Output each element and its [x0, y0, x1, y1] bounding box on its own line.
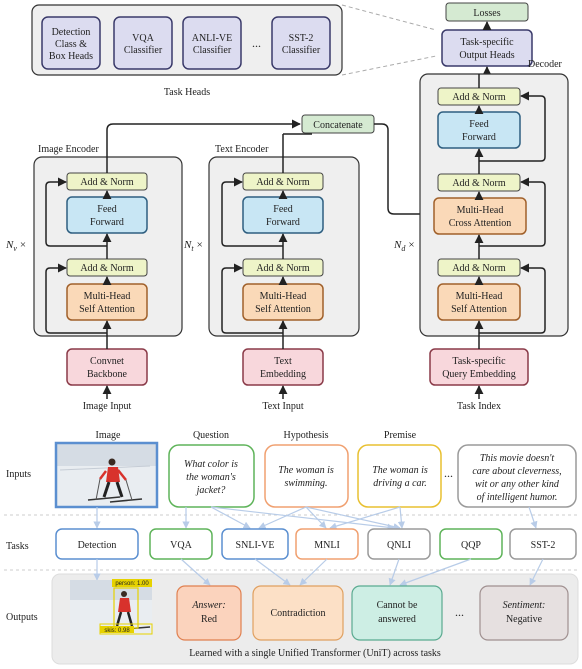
task-head-sst2: [271, 16, 331, 70]
det-label-skis: skis: 0.98: [104, 628, 130, 634]
tasks-row-label: Tasks: [6, 541, 29, 552]
decoder-repeat: Nd×: [393, 239, 415, 253]
task-head-detection: [41, 16, 101, 70]
header-image: Image: [96, 430, 122, 441]
svg-text:Contradiction: Contradiction: [271, 608, 326, 619]
task-index-label: Task Index: [457, 401, 501, 412]
task-head-vqa: [113, 16, 173, 70]
svg-text:Add & Norm: Add & Norm: [452, 178, 506, 189]
svg-text:Concatenate: Concatenate: [313, 120, 363, 131]
det-label-person: person: 1.00: [115, 581, 149, 587]
svg-text:Image Encoder: Image Encoder: [38, 144, 99, 155]
svg-text:Add & Norm: Add & Norm: [256, 177, 310, 188]
header-premise: Premise: [384, 430, 417, 441]
detection-output-image: person: 1.00 skis: 0.98: [70, 579, 153, 640]
vqa-answer-box: [176, 585, 242, 641]
sentiment-output-box: [479, 585, 569, 641]
footer-caption: Learned with a single Unified Transforme…: [189, 648, 441, 659]
svg-text:Add & Norm: Add & Norm: [80, 177, 134, 188]
contradiction-output-box: [252, 585, 344, 641]
svg-text:QNLI: QNLI: [387, 540, 411, 551]
outputs-row-label: Outputs: [6, 612, 38, 623]
image-encoder-repeat: Nv×: [5, 239, 26, 253]
svg-text:Sentiment:Negative: Sentiment:Negative: [503, 600, 546, 625]
image-input-label: Image Input: [83, 401, 132, 412]
text-input-label: Text Input: [262, 401, 303, 412]
svg-text:MNLI: MNLI: [314, 540, 340, 551]
svg-text:SNLI-VE: SNLI-VE: [236, 540, 275, 551]
svg-text:Detection: Detection: [78, 540, 117, 551]
qnli-output-box: [351, 585, 443, 641]
svg-text:Losses: Losses: [473, 8, 500, 19]
header-hypothesis: Hypothesis: [284, 430, 329, 441]
svg-text:Text Encoder: Text Encoder: [215, 144, 269, 155]
task-heads-label: Task Heads: [164, 87, 210, 98]
svg-text:Decoder: Decoder: [528, 59, 563, 70]
outputs-ellipsis: ...: [455, 605, 464, 619]
svg-text:Add & Norm: Add & Norm: [80, 263, 134, 274]
task-head-anli-ve: [182, 16, 242, 70]
sentence-input-box: [457, 444, 577, 508]
inputs-ellipsis: ...: [444, 466, 453, 480]
svg-text:Add & Norm: Add & Norm: [452, 92, 506, 103]
svg-text:QQP: QQP: [461, 540, 481, 551]
skier-image-input: [54, 441, 159, 509]
text-encoder-repeat: Nt×: [183, 239, 203, 253]
svg-text:Add & Norm: Add & Norm: [452, 263, 506, 274]
svg-text:Add & Norm: Add & Norm: [256, 263, 310, 274]
svg-text:Answer:Red: Answer:Red: [191, 600, 225, 625]
premise-input-box: [357, 444, 442, 508]
losses-box: [445, 2, 529, 22]
hypothesis-input-box: [264, 444, 349, 508]
svg-text:VQA: VQA: [170, 540, 192, 551]
task-heads-ellipsis: ...: [252, 36, 261, 50]
header-question: Question: [193, 430, 229, 441]
svg-text:SST-2: SST-2: [531, 540, 556, 551]
inputs-row-label: Inputs: [6, 469, 31, 480]
